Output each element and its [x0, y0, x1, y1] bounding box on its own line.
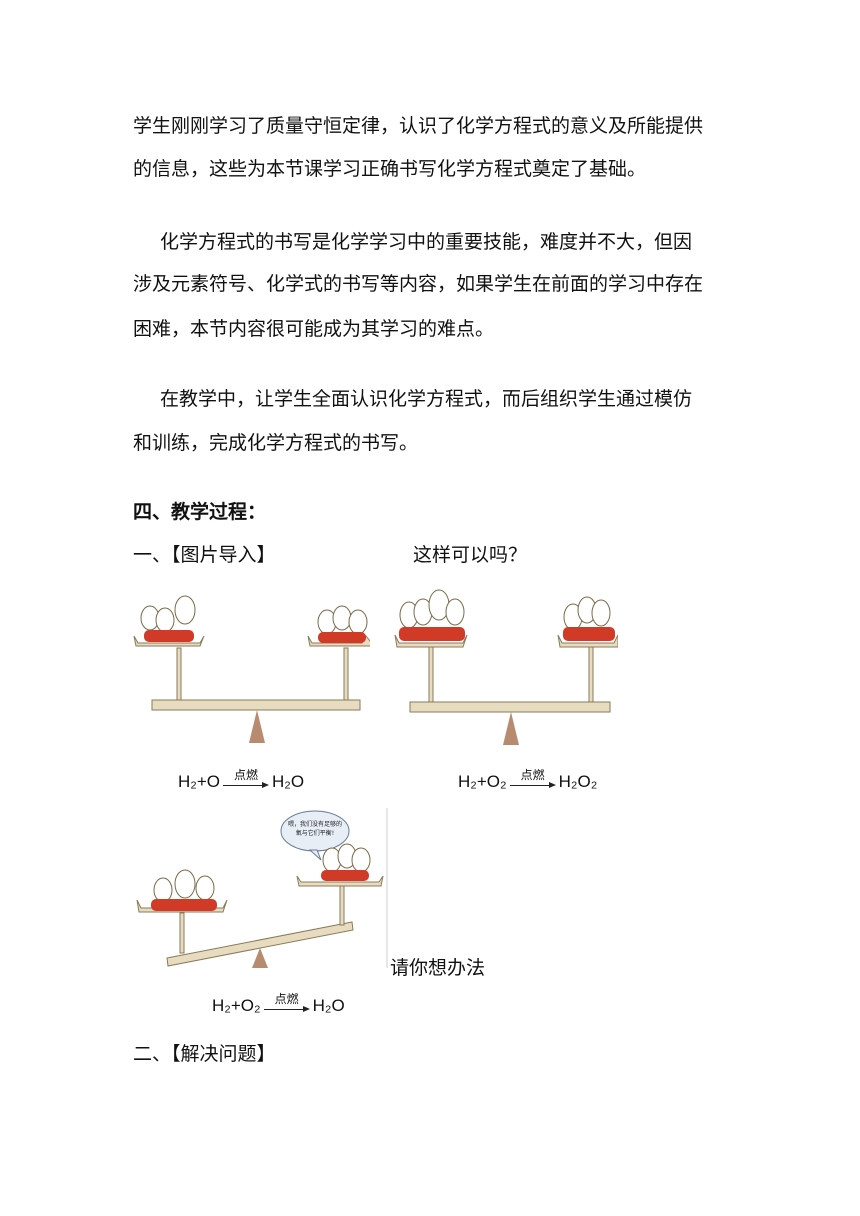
question-text: 这样可以吗？	[413, 544, 528, 566]
molecule-figures-left	[151, 869, 217, 911]
molecule-figures-left	[140, 595, 196, 642]
molecule-figures-right	[563, 596, 615, 641]
step-label: 一、【图片导入】	[133, 544, 276, 566]
reaction-condition: 点燃	[234, 767, 259, 782]
reaction-condition: 点燃	[274, 991, 299, 1006]
molecule-figures-left	[399, 589, 465, 641]
equation-3: H₂+O₂ 点燃 H₂O	[212, 992, 345, 1016]
speech-bubble: 喂，我们没有足够的 氧与它们平衡!	[280, 810, 350, 861]
equation-right: H₂O	[272, 772, 305, 791]
molecule-figures-right	[317, 605, 368, 643]
equation-right: H₂O	[312, 996, 345, 1015]
paragraph-line: 涉及元素符号、化学式的书写等内容，如果学生在前面的学习中存在	[133, 273, 704, 295]
svg-text:氧与它们平衡!: 氧与它们平衡!	[296, 829, 334, 837]
equation-left: H₂+O₂	[212, 996, 261, 1015]
reaction-arrow: 点燃	[263, 992, 310, 1016]
equation-2: H₂+O₂ 点燃 H₂O₂	[458, 768, 598, 792]
paragraph-line: 困难，本节内容很可能成为其学习的难点。	[133, 318, 495, 340]
paragraph-line: 化学方程式的书写是化学学习中的重要技能，难度并不大，但因	[160, 231, 693, 253]
equation-left: H₂+O₂	[458, 772, 507, 791]
paragraph-line: 的信息，这些为本节课学习正确书写化学方程式奠定了基础。	[133, 158, 647, 180]
paragraph-line: 学生刚刚学习了质量守恒定律，认识了化学方程式的意义及所能提供	[133, 115, 704, 137]
reaction-condition: 点燃	[520, 767, 545, 782]
speech-bubble-text: 喂，我们没有足够的	[288, 820, 342, 828]
tilted-scale-illustration: 喂，我们没有足够的 氧与它们平衡!	[136, 808, 388, 968]
step-label: 二、【解决问题】	[133, 1043, 276, 1065]
paragraph-line: 和训练，完成化学方程式的书写。	[133, 432, 419, 454]
reaction-arrow: 点燃	[509, 768, 556, 792]
equation-left: H₂+O	[178, 772, 221, 791]
paragraph-line: 在教学中，让学生全面认识化学方程式，而后组织学生通过模仿	[160, 388, 693, 410]
molecule-figures-right	[321, 843, 371, 881]
prompt-text: 请你想办法	[390, 957, 486, 979]
reaction-arrow: 点燃	[223, 768, 270, 792]
equation-right: H₂O₂	[558, 772, 598, 791]
equation-1: H₂+O 点燃 H₂O	[178, 768, 305, 792]
section-heading: 四、教学过程：	[133, 501, 267, 523]
balance-scale-illustration-1	[133, 595, 370, 743]
balance-scale-illustration-2	[394, 589, 618, 745]
